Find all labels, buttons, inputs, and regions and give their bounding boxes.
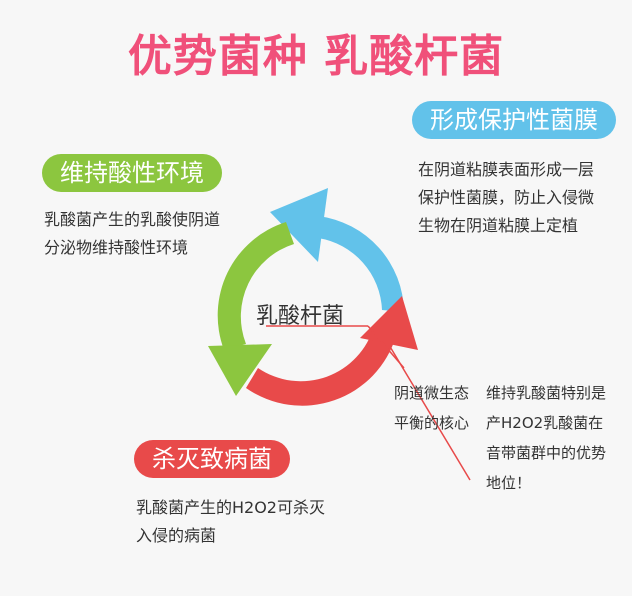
green-cycle-arrow: [217, 222, 294, 350]
page-title: 优势菌种 乳酸杆菌: [127, 31, 505, 82]
kill-pathogens-text: 乳酸菌产生的H2O2可杀灭入侵的病菌: [136, 498, 325, 545]
red-cycle-arrow: [246, 326, 396, 406]
dominance-note: 维持乳酸菌特别是产H2O2乳酸菌在音带菌群中的优势地位！: [486, 384, 607, 492]
blue-arrowhead: [270, 188, 328, 262]
blue-cycle-arrow: [318, 216, 404, 312]
pointer-line-right: [385, 339, 471, 481]
acidic-environment-text: 乳酸菌产生的乳酸使阴道分泌物维持酸性环境: [44, 210, 221, 257]
protective-film-heading: 形成保护性菌膜: [412, 101, 616, 139]
center-label: 乳酸杆菌: [256, 304, 345, 329]
red-arrowhead: [360, 296, 418, 350]
protective-film-text: 在阴道粘膜表面形成一层保护性菌膜，防止入侵微生物在阴道粘膜上定植: [418, 160, 595, 235]
kill-pathogens-heading: 杀灭致病菌: [134, 440, 290, 478]
green-arrowhead: [208, 344, 272, 396]
core-note: 阴道微生态平衡的核心: [394, 384, 470, 432]
acidic-environment-heading: 维持酸性环境: [42, 154, 222, 192]
